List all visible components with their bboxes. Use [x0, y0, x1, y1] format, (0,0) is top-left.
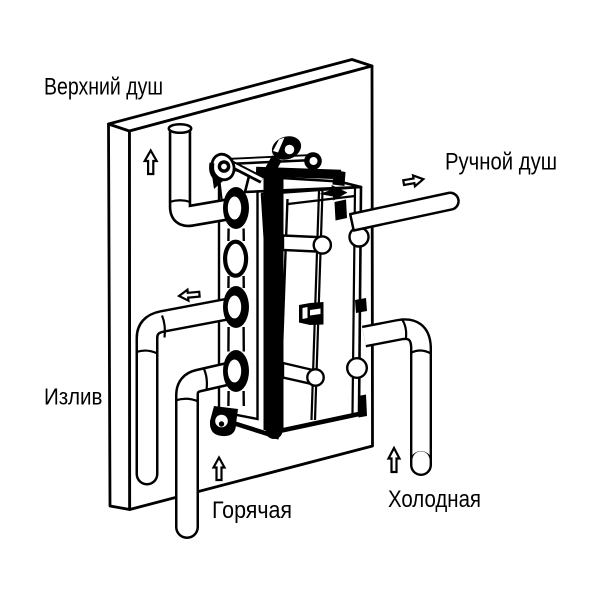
svg-text:Горячая: Горячая	[212, 497, 292, 524]
svg-text:Излив: Излив	[44, 384, 103, 410]
svg-text:Верхний душ: Верхний душ	[44, 74, 163, 101]
svg-text:Холодная: Холодная	[388, 486, 481, 513]
svg-text:Ручной душ: Ручной душ	[445, 149, 557, 176]
